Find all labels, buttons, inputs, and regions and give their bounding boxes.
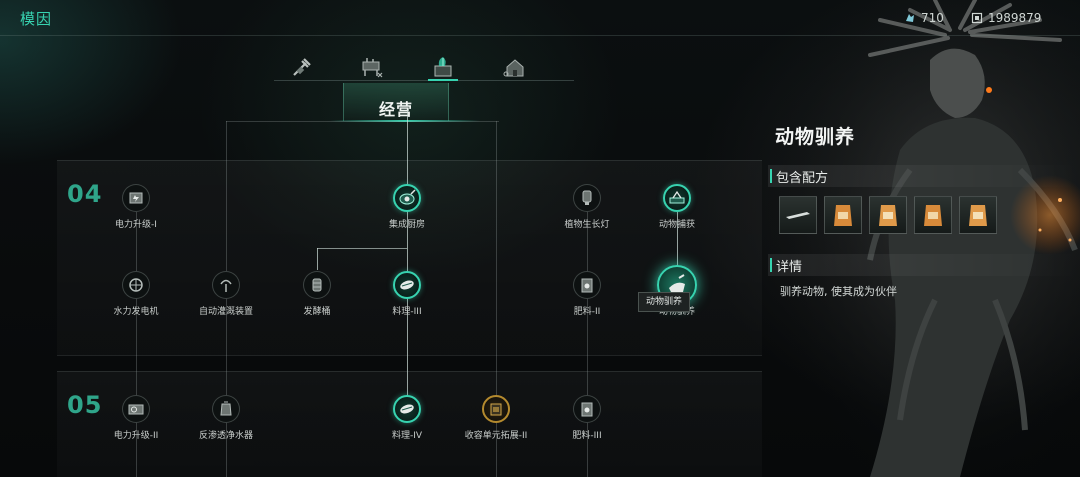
- column-line-cooking: [407, 110, 408, 422]
- node-label: 料理-III: [392, 307, 422, 317]
- tech-node-fertilizer-2[interactable]: 肥料-II: [542, 271, 632, 331]
- node-label: 自动灌溉装置: [198, 307, 253, 317]
- engine-icon: [128, 404, 144, 415]
- feed-bag-icon: [969, 205, 987, 226]
- crystal-icon: [906, 14, 914, 22]
- node-label: 电力升级-II: [113, 431, 159, 441]
- water-wheel-icon: [129, 278, 143, 292]
- recipe-slot[interactable]: [824, 196, 862, 234]
- category-underline: [330, 120, 480, 122]
- creature-illustration: [760, 0, 1080, 477]
- node-label: 集成厨房: [388, 220, 425, 230]
- container-icon: [490, 403, 502, 416]
- workbench-icon: [362, 58, 383, 78]
- meat-icon: [400, 280, 414, 290]
- tech-node-animal-capture[interactable]: 动物捕获: [632, 184, 722, 244]
- branch-line-ferment: [317, 248, 407, 249]
- tech-node-fermentation-barrel[interactable]: 发酵桶: [272, 271, 362, 331]
- column-line-irrigation: [226, 121, 227, 477]
- recipe-list: [779, 196, 997, 234]
- details-section-header: 详情: [768, 254, 1080, 276]
- tech-node-cooking-3[interactable]: 料理-III: [362, 271, 452, 331]
- category-branch-line: [226, 121, 499, 122]
- meat-icon: [400, 404, 414, 414]
- tech-node-integrated-kitchen[interactable]: 集成厨房: [362, 184, 452, 244]
- column-line-fertilizer: [587, 212, 588, 477]
- top-divider: [0, 35, 1080, 36]
- tab-tools[interactable]: [285, 48, 319, 80]
- animal-feed-icon: [669, 274, 685, 292]
- barrel-icon: [312, 278, 322, 292]
- feed-bag-icon: [924, 205, 942, 226]
- trap-icon: [669, 190, 685, 204]
- tech-node-auto-irrigation[interactable]: 自动灌溉装置: [181, 271, 271, 331]
- tech-node-power-upgrade-1[interactable]: 电力升级-I: [91, 184, 181, 244]
- water-tank-icon: [220, 401, 232, 416]
- tech-node-plant-grow-light[interactable]: 植物生长灯: [542, 184, 632, 244]
- details-section-label: 详情: [776, 260, 803, 275]
- feed-bag-icon: [879, 205, 897, 226]
- chip-count: 1989879: [988, 11, 1042, 25]
- fertilizer-bag-icon: [581, 402, 593, 417]
- knife-icon: [786, 212, 810, 219]
- recipe-slot[interactable]: [959, 196, 997, 234]
- branch-drop-ferment: [317, 248, 318, 270]
- node-label: 动物驯养: [658, 307, 695, 317]
- recipe-slot[interactable]: [869, 196, 907, 234]
- grow-light-icon: [582, 190, 592, 205]
- recipe-slot[interactable]: [914, 196, 952, 234]
- tab-farm[interactable]: [426, 48, 460, 81]
- house-icon: [503, 59, 524, 77]
- node-label: 发酵桶: [303, 307, 331, 317]
- node-label: 反渗透净水器: [198, 431, 253, 441]
- node-label: 电力升级-I: [115, 220, 157, 230]
- tier-05-label: 05: [67, 391, 103, 419]
- node-label: 水力发电机: [113, 307, 159, 317]
- tech-node-ro-water-purifier[interactable]: 反渗透净水器: [181, 395, 271, 455]
- node-label: 肥料-II: [573, 307, 601, 317]
- chip-icon: [971, 12, 983, 24]
- tabs-baseline: [274, 80, 574, 81]
- recipes-section-header: 包含配方: [768, 165, 1080, 187]
- tech-node-cooking-4[interactable]: 料理-IV: [362, 395, 452, 455]
- tab-workbench[interactable]: [355, 48, 389, 80]
- category-title: 经营: [378, 100, 413, 119]
- kitchen-pan-icon: [399, 189, 416, 205]
- column-line-storage: [496, 121, 497, 477]
- chip-resource: 1989879: [971, 11, 1041, 25]
- detail-title: 动物驯养: [775, 126, 856, 148]
- column-line-power: [136, 212, 137, 477]
- recipe-slot[interactable]: [779, 196, 817, 234]
- tech-node-power-upgrade-2[interactable]: 电力升级-II: [91, 395, 181, 455]
- recipes-section-label: 包含配方: [776, 171, 829, 186]
- farm-plant-icon: [434, 57, 452, 77]
- tier-05-panel: [57, 371, 762, 477]
- tech-node-hydro-generator[interactable]: 水力发电机: [91, 271, 181, 331]
- tools-icon: [293, 58, 311, 76]
- tier-04-label: 04: [67, 180, 103, 208]
- node-label: 收容单元拓展-II: [464, 431, 528, 441]
- sprinkler-icon: [220, 279, 232, 292]
- app-title: 模因: [20, 10, 53, 28]
- node-tooltip: 动物驯养: [638, 292, 690, 312]
- column-line-animal: [677, 212, 678, 272]
- node-label: 肥料-III: [572, 431, 602, 441]
- fertilizer-bag-icon: [581, 278, 593, 293]
- category-header-bg: [343, 83, 449, 121]
- node-label: 植物生长灯: [564, 220, 610, 230]
- feed-bag-icon: [834, 205, 852, 226]
- tech-node-fertilizer-3[interactable]: 肥料-III: [542, 395, 632, 455]
- node-label: 动物捕获: [658, 220, 695, 230]
- detail-description: 驯养动物, 使其成为伙伴: [780, 285, 897, 298]
- tech-node-storage-expansion-2[interactable]: 收容单元拓展-II: [451, 395, 541, 455]
- node-label: 料理-IV: [391, 431, 423, 441]
- generator-icon: [129, 192, 143, 204]
- crystal-resource: 710: [904, 11, 944, 25]
- crystal-count: 710: [921, 11, 944, 25]
- tab-house[interactable]: [497, 48, 531, 80]
